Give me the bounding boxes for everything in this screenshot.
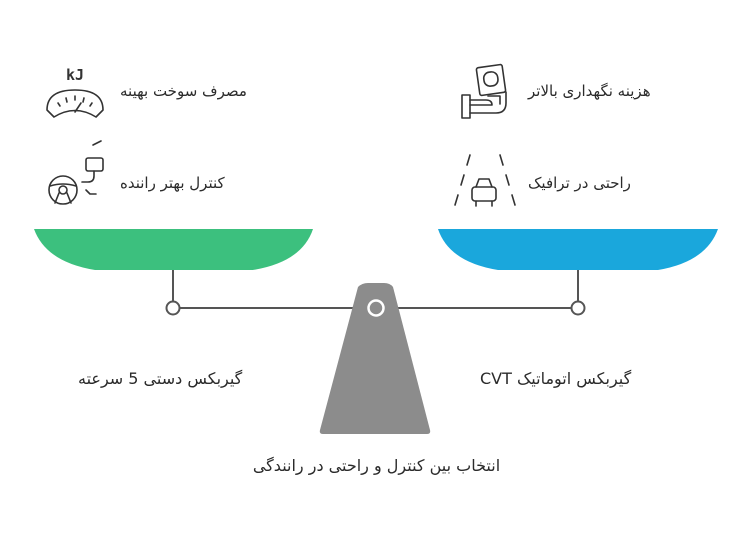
driver-control-label: کنترل بهتر راننده [120, 174, 225, 192]
right-pivot [570, 300, 586, 316]
fulcrum-pivot [367, 299, 385, 317]
manual-gearbox-caption: گیربکس دستی 5 سرعته [78, 369, 243, 388]
money-hand-icon [461, 63, 507, 119]
fuel-efficiency-label: مصرف سوخت بهینه [120, 82, 247, 100]
maintenance-cost-label: هزینه نگهداری بالاتر [528, 82, 651, 100]
right-pan [438, 229, 718, 270]
diagram-footer: انتخاب بین کنترل و راحتی در رانندگی [252, 456, 501, 475]
fulcrum [319, 283, 431, 434]
traffic-comfort-label: راحتی در ترافیک [528, 174, 631, 192]
cvt-gearbox-caption: CVT گیربکس اتوماتیک [480, 369, 632, 388]
left-pivot [165, 300, 181, 316]
car-road-icon [454, 154, 516, 207]
left-pan [34, 229, 313, 270]
fuel-gauge-icon: kJ [46, 66, 104, 118]
steering-wheel-icon [48, 140, 104, 205]
gauge-unit-text: kJ [66, 66, 84, 84]
